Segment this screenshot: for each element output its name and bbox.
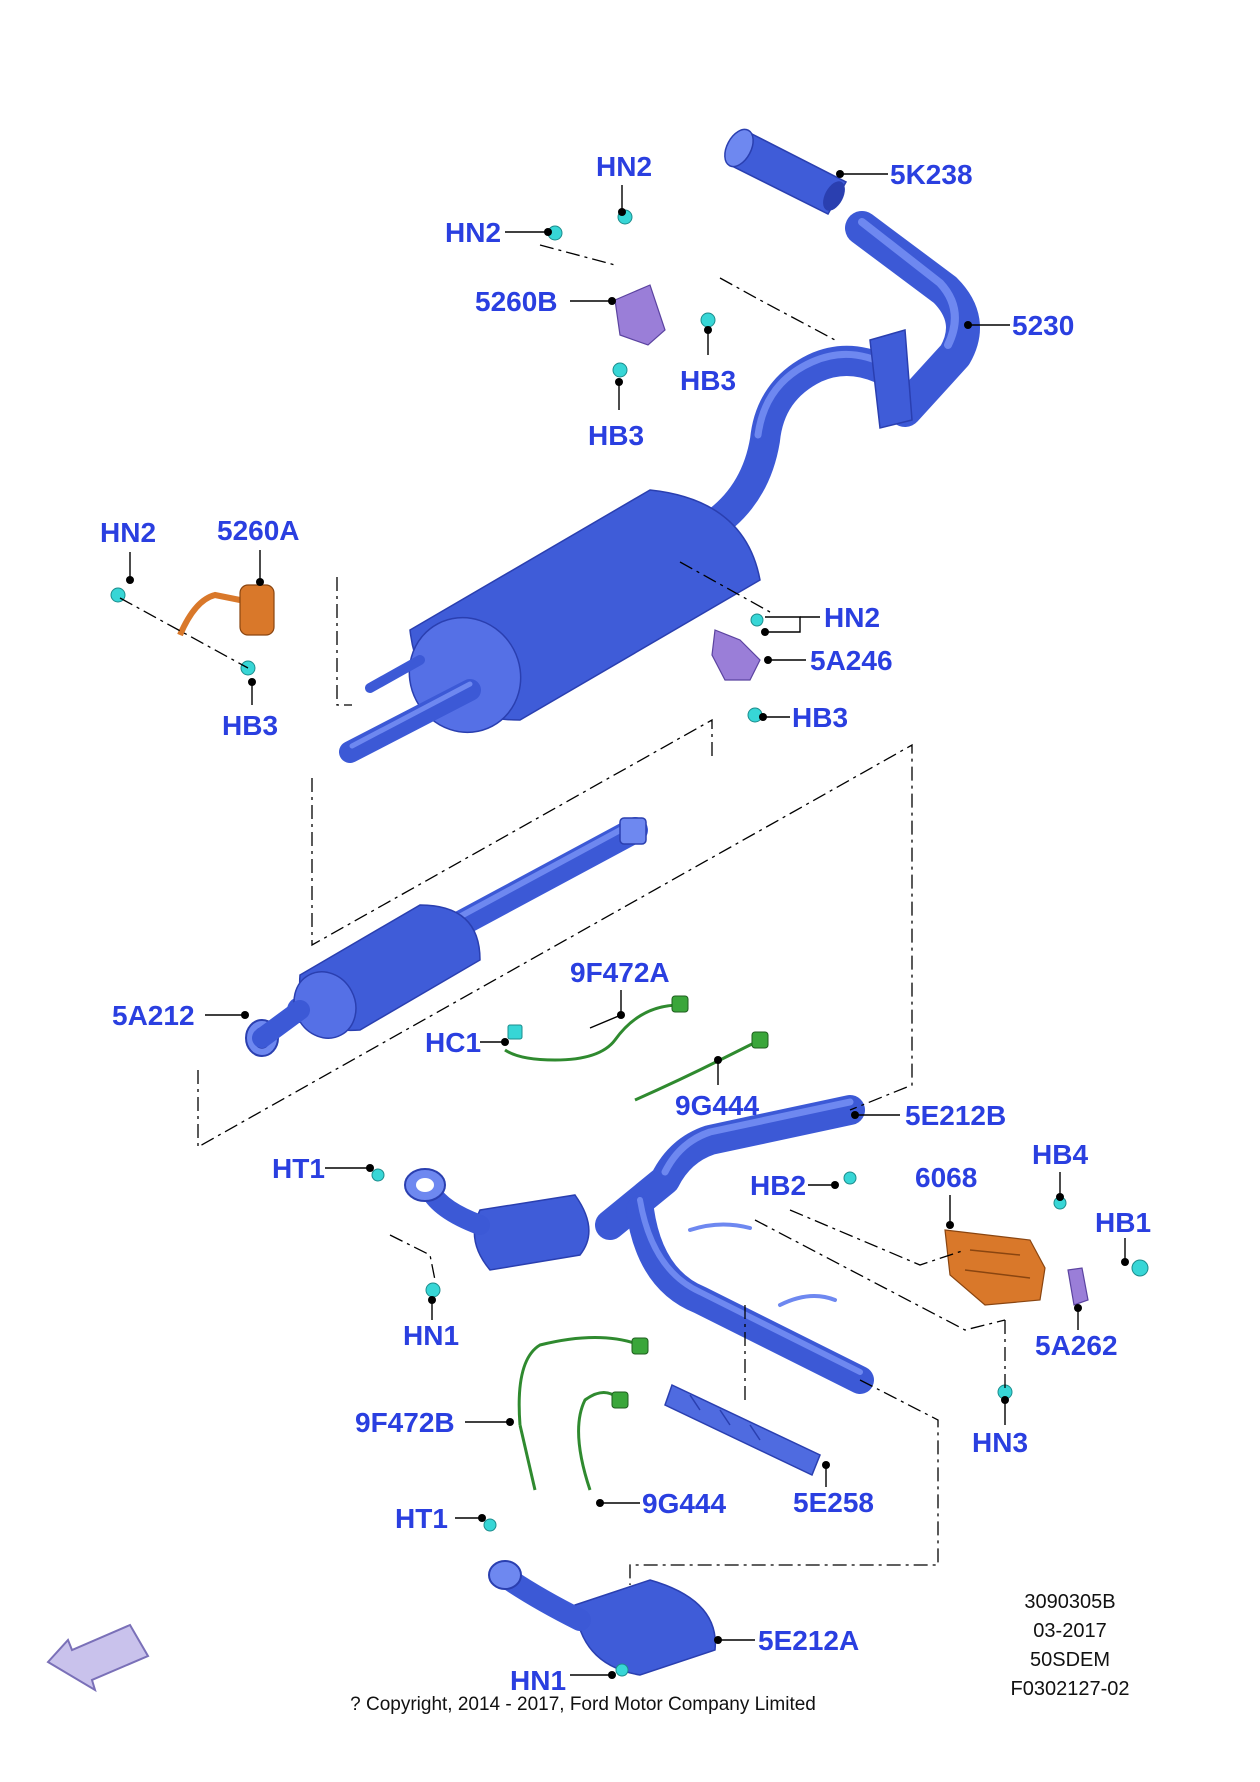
assembly-lines — [119, 244, 1006, 1585]
front-y-pipe — [404, 1095, 874, 1394]
callout-9G444-lower: 9G444 — [642, 1488, 726, 1519]
parts-artwork — [46, 128, 1149, 1693]
copyright-notice: ? Copyright, 2014 - 2017, Ford Motor Com… — [350, 1694, 816, 1715]
rear-pipe — [690, 211, 980, 545]
callout-HB3-bottom: HB3 — [588, 420, 644, 451]
tailpipe-tip — [724, 128, 848, 215]
callout-HB3-hanger-a: HB3 — [222, 710, 278, 741]
front-direction-arrow-icon — [46, 1623, 150, 1693]
callout-HB3-hanger-b: HB3 — [792, 702, 848, 733]
callout-HN1-lower: HN1 — [510, 1665, 566, 1696]
callout-HT1-upper: HT1 — [272, 1153, 325, 1184]
drawing-figure-id: F0302127-02 — [1011, 1678, 1130, 1700]
drawing-metadata: 3090305B 03-2017 50SDEM F0302127-02 — [1011, 1591, 1130, 1700]
hanger-5A262 — [1067, 1267, 1089, 1306]
front-catalytic-converter — [488, 1560, 717, 1676]
callout-HN3: HN3 — [972, 1427, 1028, 1458]
callout-HB2: HB2 — [750, 1170, 806, 1201]
callout-5E212A: 5E212A — [758, 1625, 859, 1656]
callout-5E212B: 5E212B — [905, 1100, 1006, 1131]
callout-labels: 5K238 HN2 HN2 5260B 5230 HB3 HB3 HN2 526… — [100, 151, 1151, 1696]
heat-shield — [664, 1383, 821, 1477]
hanger-bracket-5260A — [177, 584, 275, 637]
callout-HN2-hanger-a: HN2 — [100, 517, 156, 548]
support-bracket-6068 — [944, 1229, 1046, 1306]
leader-lines — [126, 170, 1129, 1679]
callout-HB3-right: HB3 — [680, 365, 736, 396]
callout-5260A: 5260A — [217, 515, 300, 546]
oxygen-sensors — [504, 995, 769, 1491]
callout-HN2-hanger-b: HN2 — [824, 602, 880, 633]
callout-HN1-upper: HN1 — [403, 1320, 459, 1351]
rear-muffler — [339, 489, 761, 763]
drawing-date: 03-2017 — [1033, 1620, 1106, 1642]
callout-5E258: 5E258 — [793, 1487, 874, 1518]
callout-5260B: 5260B — [475, 286, 558, 317]
callout-9G444-upper: 9G444 — [675, 1090, 759, 1121]
callout-5230: 5230 — [1012, 310, 1074, 341]
fasteners — [110, 209, 1149, 1677]
drawing-model-code: 50SDEM — [1030, 1649, 1110, 1671]
callout-HC1: HC1 — [425, 1027, 481, 1058]
hanger-bracket-5260B — [614, 284, 666, 346]
hanger-bracket-5A246 — [711, 629, 761, 681]
callout-HN2-left: HN2 — [445, 217, 501, 248]
callout-5A212: 5A212 — [112, 1000, 195, 1031]
drawing-number: 3090305B — [1024, 1591, 1115, 1613]
callout-9F472B: 9F472B — [355, 1407, 455, 1438]
callout-5A262: 5A262 — [1035, 1330, 1118, 1361]
intermediate-pipe — [245, 817, 648, 1057]
callout-HN2-top: HN2 — [596, 151, 652, 182]
callout-HT1-lower: HT1 — [395, 1503, 448, 1534]
callout-9F472A: 9F472A — [570, 957, 670, 988]
callout-HB4: HB4 — [1032, 1139, 1088, 1170]
callout-5K238: 5K238 — [890, 159, 973, 190]
callout-6068: 6068 — [915, 1162, 977, 1193]
callout-5A246: 5A246 — [810, 645, 893, 676]
callout-HB1: HB1 — [1095, 1207, 1151, 1238]
